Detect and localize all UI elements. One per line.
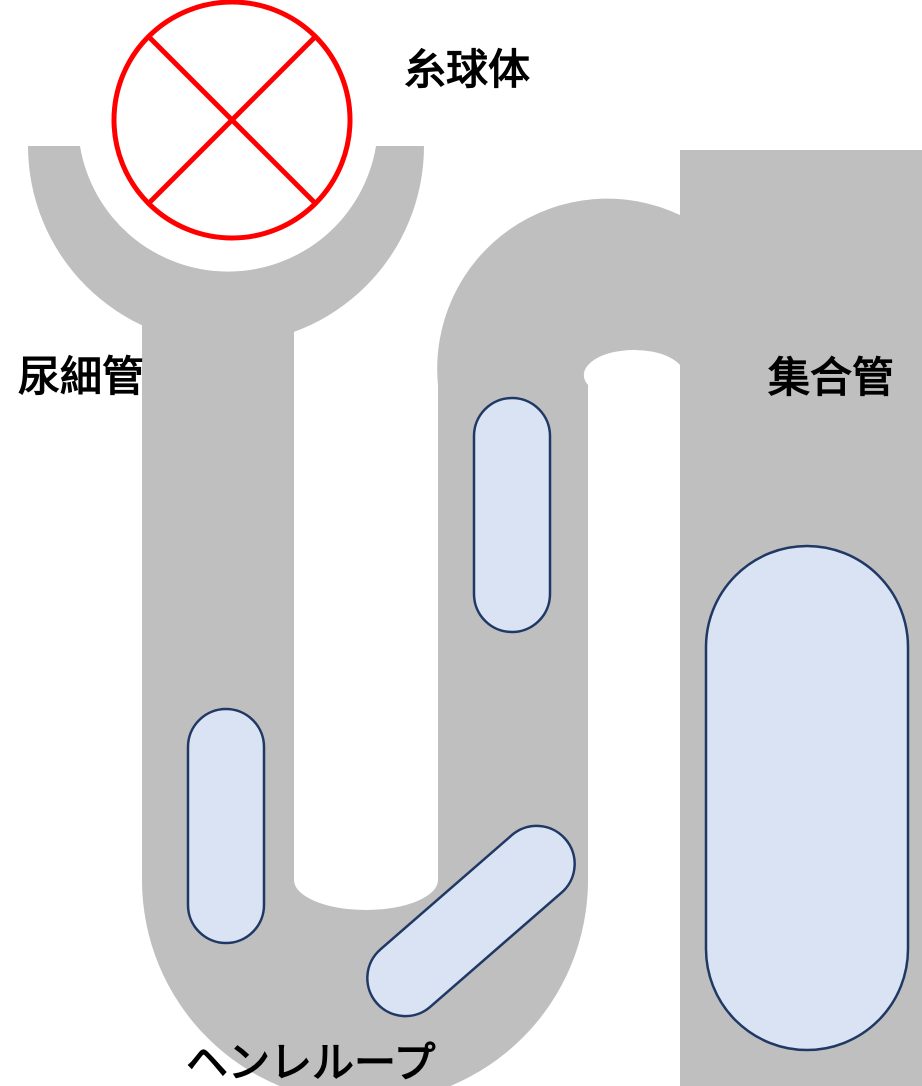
- label-loop-of-henle: ヘンレループ: [186, 1038, 435, 1086]
- cell-right-limb: [472, 396, 552, 634]
- bowmans-capsule: [28, 146, 424, 344]
- label-renal-tubule: 尿細管: [18, 352, 144, 401]
- cell-loop-bend: [366, 824, 576, 1018]
- cell-collecting-duct: [704, 544, 910, 1052]
- cell-left-stem: [186, 707, 266, 945]
- crossed-circle-icon: [111, 0, 353, 241]
- label-glomerulus: 糸球体: [404, 45, 530, 94]
- label-collecting-duct: 集合管: [767, 353, 894, 402]
